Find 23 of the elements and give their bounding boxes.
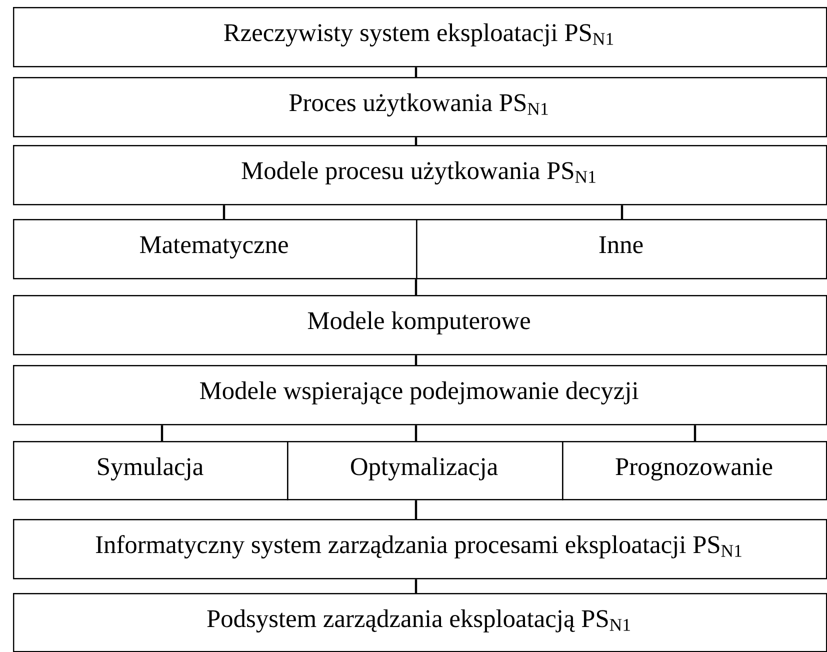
process-box: Modele komputerowe xyxy=(13,295,827,356)
connector-line xyxy=(694,425,696,441)
process-box: Informatyczny system zarządzania procesami eksploatacji PS$_{N1}$ xyxy=(13,519,827,580)
process-box: Podsystem zarządzania eksploatacją PS$_{N1}$ xyxy=(13,593,827,652)
connector-line xyxy=(222,205,226,219)
process-box: Symulacja xyxy=(13,441,288,500)
connector-line xyxy=(414,67,418,77)
connector-line xyxy=(414,355,418,365)
connector-line xyxy=(414,500,418,519)
process-box: Matematyczne xyxy=(13,219,418,280)
process-box: Proces użytkowania PS$_{N1}$ xyxy=(13,77,827,138)
process-box: Prognozowanie xyxy=(562,441,827,500)
connector-line xyxy=(414,425,418,441)
process-box: Modele procesu użytkowania PS$_{N1}$ xyxy=(13,145,827,206)
connector-line xyxy=(620,205,624,219)
connector-line xyxy=(414,279,418,295)
connector-line xyxy=(414,579,418,593)
process-box: Modele wspierające podejmowanie decyzji xyxy=(13,365,827,426)
process-box: Rzeczywisty system eksploatacji PS$_{N1}$ xyxy=(13,7,827,68)
process-box: Optymalizacja xyxy=(287,441,564,500)
process-box: Inne xyxy=(416,219,827,280)
connector-line xyxy=(414,137,418,145)
connector-line xyxy=(160,425,164,441)
